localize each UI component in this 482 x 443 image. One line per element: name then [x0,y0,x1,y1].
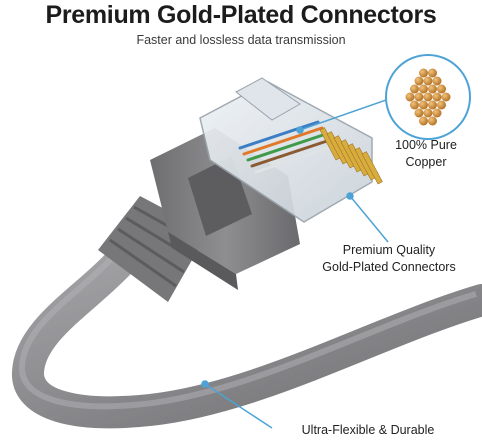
copper-callout-line2: Copper [405,155,447,169]
gold-callout-line [349,195,389,243]
copper-callout-line1: 100% Pure [395,138,457,152]
gold-callout-line2: Gold-Plated Connectors [322,260,456,274]
rj45-plug [199,77,383,223]
copper-callout: 100% Pure Copper [386,137,466,171]
gold-callout-line1: Premium Quality [342,243,436,257]
gold-connector-callout: Premium Quality Gold-Plated Connectors [314,242,464,276]
page-subtitle: Faster and lossless data transmission [136,33,346,47]
copper-callout-line [299,99,387,131]
callout-lines [201,99,389,429]
copper-strands-icon [385,54,471,140]
flex-callout-line [204,383,273,429]
flexible-callout: Ultra-Flexible & Durable [301,423,435,437]
gold-pins [319,127,383,185]
page-title: Premium Gold-Plated Connectors [45,1,437,29]
cable [12,246,482,429]
